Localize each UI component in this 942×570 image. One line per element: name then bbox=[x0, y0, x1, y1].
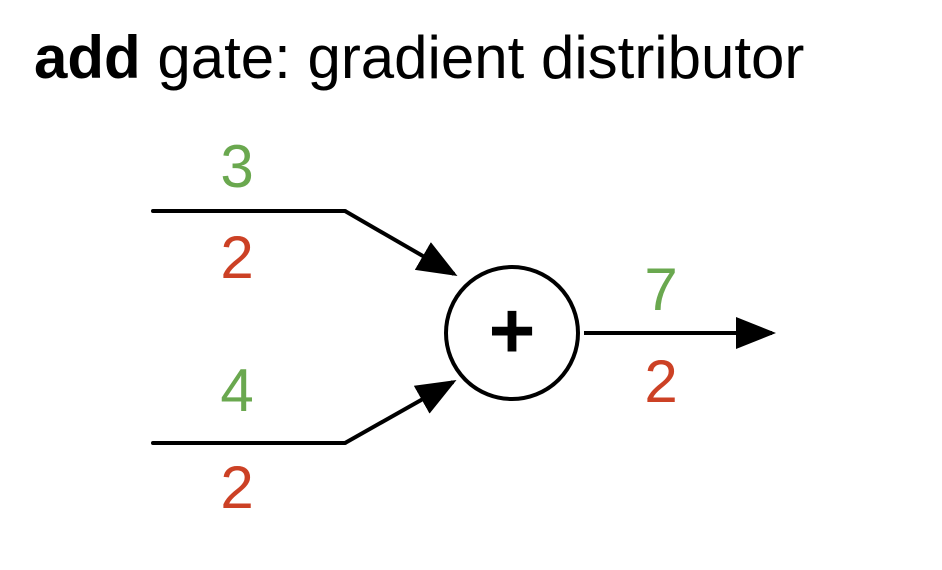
input-bottom-forward-value: 4 bbox=[220, 357, 253, 424]
diagram-title: add gate: gradient distributor bbox=[34, 22, 804, 94]
input-wire-bottom bbox=[151, 380, 457, 445]
title-bold-word: add bbox=[34, 24, 141, 91]
input-arrow-bottom bbox=[344, 380, 457, 445]
gate-plus-symbol: + bbox=[489, 286, 536, 375]
input-top-gradient-value: 2 bbox=[220, 224, 253, 291]
output-forward-value: 7 bbox=[644, 256, 677, 323]
title-rest: gate: gradient distributor bbox=[140, 24, 805, 91]
gate-circle bbox=[444, 265, 580, 401]
input-top-forward-value: 3 bbox=[220, 133, 253, 200]
input-wire-top bbox=[151, 209, 458, 277]
input-arrow-top bbox=[343, 209, 458, 277]
output-gradient-value: 2 bbox=[644, 348, 677, 415]
input-bottom-gradient-value: 2 bbox=[220, 454, 253, 521]
add-gate-node: + bbox=[444, 265, 580, 401]
